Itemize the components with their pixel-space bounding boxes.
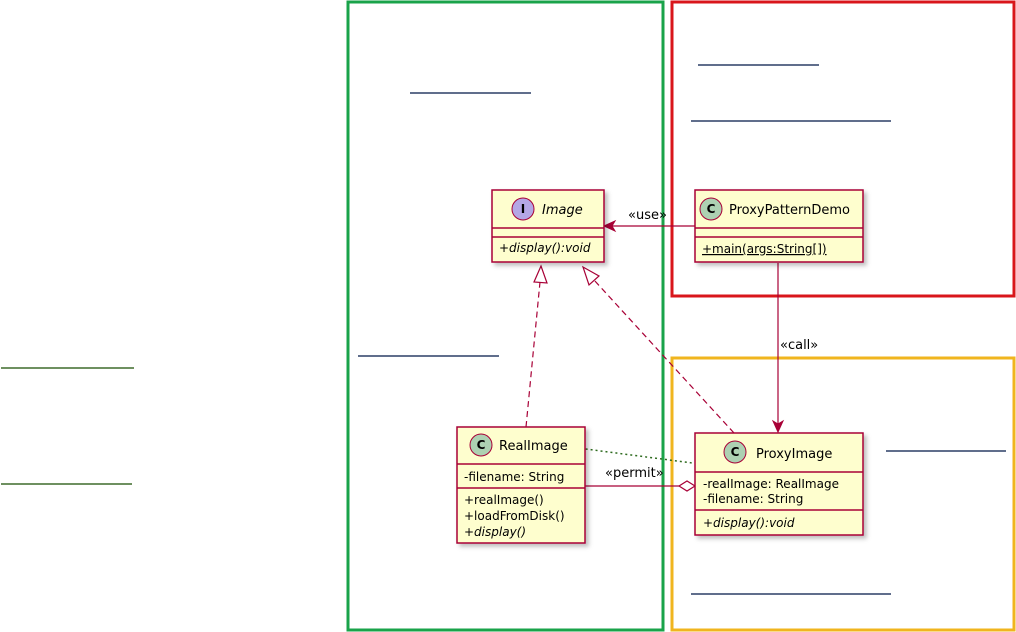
green-frame (346, 0, 665, 632)
method: +display():void (499, 241, 591, 255)
method: +display() (464, 525, 526, 539)
use-relation: «use» (602, 208, 695, 233)
field: -filename: String (464, 470, 564, 484)
class-name: ProxyImage (756, 447, 832, 462)
field: -realImage: RealImage (703, 477, 839, 491)
yellow-frame (670, 356, 1016, 632)
call-label: «call» (780, 338, 818, 353)
class-name: Image (542, 203, 583, 218)
class-image[interactable] (491, 189, 605, 263)
proxyimage-realization (581, 265, 735, 434)
class-badge-icon (699, 197, 723, 221)
class-name: ProxyPatternDemo (729, 203, 850, 218)
realimage-realization (525, 264, 548, 428)
permit-label: «permit» (605, 466, 664, 481)
class-badge-letter: C (477, 438, 486, 452)
class-badge-icon (469, 433, 493, 457)
aggregation-relation: «permit» (585, 466, 697, 492)
method: +display():void (703, 516, 795, 530)
class-badge-letter: C (731, 445, 740, 459)
class-proxy-pattern-demo[interactable] (694, 189, 864, 263)
class-proxy-image[interactable] (694, 432, 864, 536)
interface-badge-letter: I (521, 202, 525, 216)
class-badge-icon (723, 440, 747, 464)
method: +realImage() (464, 493, 544, 507)
method: +loadFromDisk() (464, 509, 565, 523)
method: +main(args:String[]) (702, 242, 827, 256)
call-relation: «call» (771, 263, 818, 434)
interface-badge-icon (511, 197, 535, 221)
use-label: «use» (628, 208, 667, 223)
class-name: RealImage (499, 439, 568, 454)
class-badge-letter: C (707, 202, 716, 216)
field: -filename: String (703, 492, 803, 506)
red-frame (670, 0, 1016, 298)
